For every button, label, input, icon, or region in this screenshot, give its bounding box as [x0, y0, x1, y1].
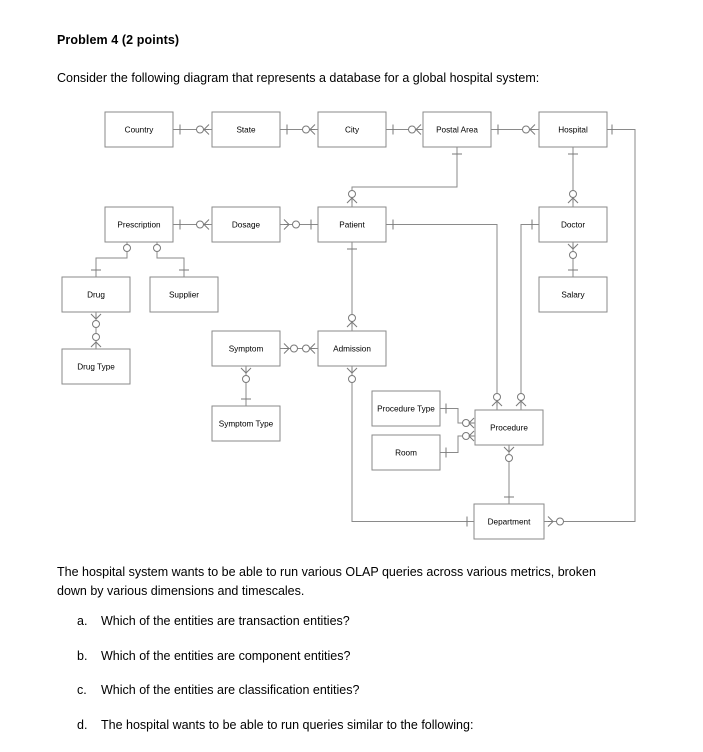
list-item: c. Which of the entities are classificat… — [57, 683, 657, 697]
entity-label: Salary — [561, 291, 585, 300]
olap-paragraph: The hospital system wants to be able to … — [57, 565, 596, 598]
page-title: Problem 4 (2 points) — [57, 33, 180, 47]
question-marker: b. — [77, 648, 88, 663]
entity-label: Supplier — [169, 291, 199, 300]
entity-boxes: Country State City Postal Area Hospital — [61, 111, 608, 540]
entity-symptom-type[interactable]: Symptom Type — [211, 405, 281, 442]
question-text: Which of the entities are classification… — [101, 683, 360, 697]
entity-label: Hospital — [558, 126, 588, 135]
entity-drug-type[interactable]: Drug Type — [61, 348, 131, 385]
list-item: d. The hospital wants to be able to run … — [57, 718, 657, 732]
entity-supplier[interactable]: Supplier — [149, 276, 219, 313]
entity-label: Prescription — [117, 221, 161, 230]
entity-symptom[interactable]: Symptom — [211, 330, 281, 367]
entity-admission[interactable]: Admission — [317, 330, 387, 367]
entity-drug[interactable]: Drug — [61, 276, 131, 313]
entity-country[interactable]: Country — [104, 111, 174, 148]
entity-label: Department — [488, 518, 532, 527]
entity-label: Symptom Type — [219, 420, 274, 429]
entity-label: Drug — [87, 291, 105, 300]
entity-city[interactable]: City — [317, 111, 387, 148]
list-item: b. Which of the entities are component e… — [57, 649, 657, 663]
entity-label: State — [236, 126, 256, 135]
entity-label: Doctor — [561, 221, 585, 230]
entity-dosage[interactable]: Dosage — [211, 206, 281, 243]
entity-prescription[interactable]: Prescription — [104, 206, 174, 243]
entity-label: Postal Area — [436, 126, 478, 135]
entity-label: Room — [395, 449, 417, 458]
question-marker: d. — [77, 717, 88, 732]
entity-room[interactable]: Room — [371, 434, 441, 471]
list-item: a. Which of the entities are transaction… — [57, 614, 657, 628]
entity-label: Patient — [339, 221, 365, 230]
intro-paragraph: Consider the following diagram that repr… — [57, 71, 540, 85]
entity-label: Symptom — [229, 345, 264, 354]
connector-lines — [95, 129, 636, 522]
entity-procedure-type[interactable]: Procedure Type — [371, 390, 441, 427]
er-diagram: Country State City Postal Area Hospital — [0, 95, 703, 555]
entity-label: Admission — [333, 345, 371, 354]
entity-procedure[interactable]: Procedure — [474, 409, 544, 446]
entity-label: City — [345, 126, 360, 135]
entity-state[interactable]: State — [211, 111, 281, 148]
question-text: Which of the entities are transaction en… — [101, 614, 350, 628]
entity-label: Procedure Type — [377, 405, 435, 414]
cardinality-symbols — [90, 124, 613, 527]
entity-label: Procedure — [490, 424, 528, 433]
entity-label: Drug Type — [77, 363, 115, 372]
entity-label: Dosage — [232, 221, 261, 230]
question-marker: c. — [77, 683, 87, 697]
entity-hospital[interactable]: Hospital — [538, 111, 608, 148]
entity-department[interactable]: Department — [473, 503, 545, 540]
entity-label: Country — [125, 126, 155, 135]
question-text: The hospital wants to be able to run que… — [101, 717, 474, 732]
question-text: Which of the entities are component enti… — [101, 648, 351, 663]
entity-salary[interactable]: Salary — [538, 276, 608, 313]
entity-doctor[interactable]: Doctor — [538, 206, 608, 243]
entity-patient[interactable]: Patient — [317, 206, 387, 243]
question-marker: a. — [77, 614, 88, 628]
entity-postal-area[interactable]: Postal Area — [422, 111, 492, 148]
question-list: a. Which of the entities are transaction… — [57, 614, 657, 752]
